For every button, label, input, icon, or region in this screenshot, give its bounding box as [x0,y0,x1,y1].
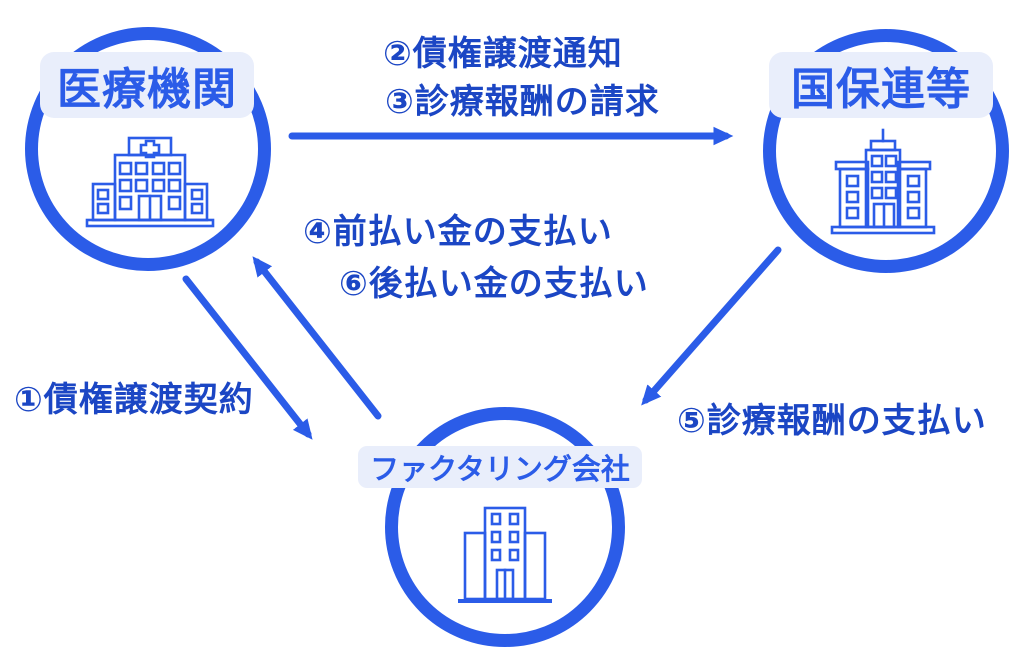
node-factoring-label: ファクタリング会社 [358,446,642,488]
step-4-label: ④前払い金の支払い [303,212,613,252]
step-1-label: ①債権譲渡契約 [14,380,254,420]
step-2-label: ②債権譲渡通知 [383,34,623,74]
node-medical-label: 医療機関 [40,52,254,118]
office-building-icon [458,506,552,604]
node-insurer-label-text: 国保連等 [791,64,971,115]
government-building-icon [828,124,938,236]
step-3-label: ③診療報酬の請求 [385,82,660,122]
step-6-label: ⑥後払い金の支払い [339,264,649,304]
node-medical-label-text: 医療機関 [57,64,237,115]
step-5-label: ⑤診療報酬の支払い [677,401,987,441]
node-factoring-label-text: ファクタリング会社 [370,452,630,486]
arrow-insurer-to-factoring [641,246,782,406]
node-insurer-label: 国保連等 [769,52,993,118]
hospital-icon [85,135,215,235]
